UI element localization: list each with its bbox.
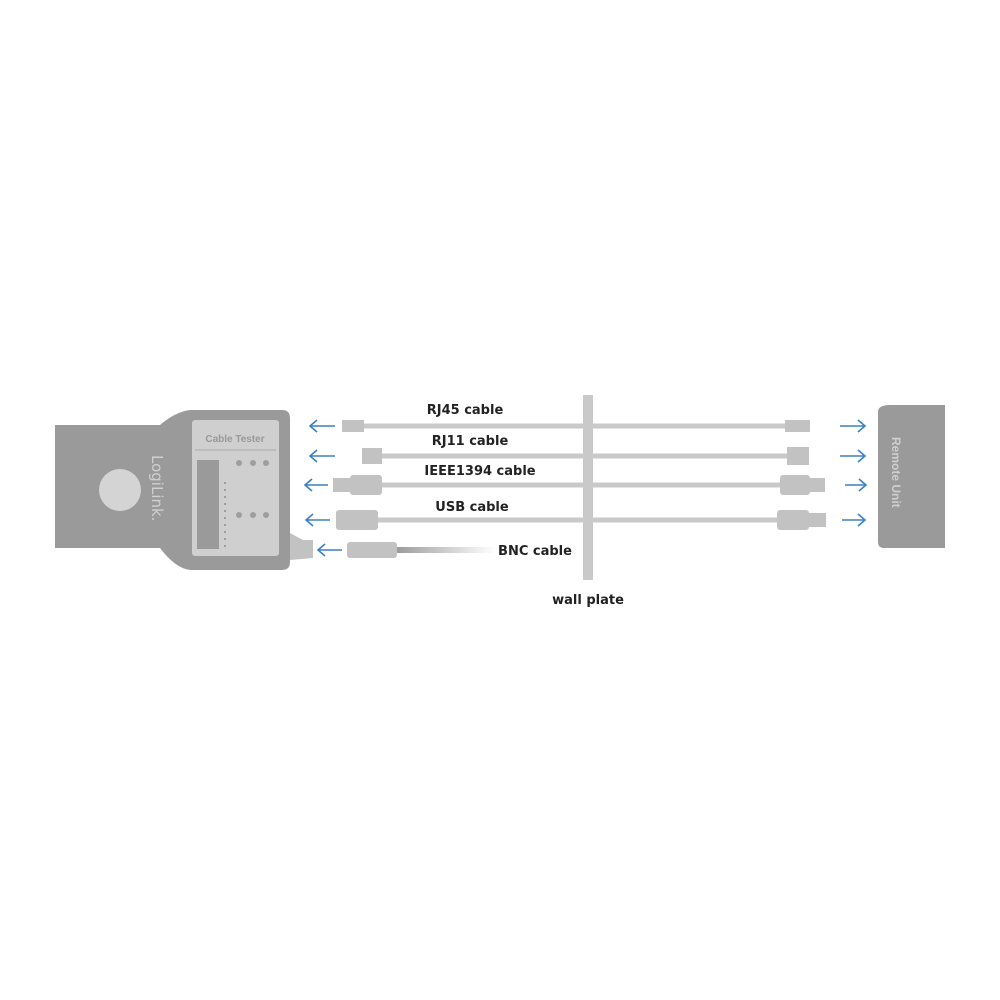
remote-unit: Remote Unit: [878, 405, 945, 548]
remote-unit-label: Remote Unit: [889, 437, 903, 508]
arrow-right-icon: [840, 449, 867, 463]
display-icon: [197, 460, 219, 549]
bnc-cable: BNC cable: [316, 542, 572, 559]
rj11-connector-icon: [787, 447, 809, 465]
firewire-connector-icon: [333, 478, 351, 492]
bnc-port-icon: [290, 533, 313, 560]
usb-connector-icon: [777, 510, 809, 530]
panel-title: Cable Tester: [205, 434, 264, 445]
brand-logo: LogiLink.: [148, 455, 166, 521]
firewire-connector-icon: [780, 475, 810, 495]
arrow-left-icon: [304, 513, 330, 527]
rj11-cable: RJ11 cable: [308, 434, 867, 465]
rj45-connector-icon: [785, 420, 810, 432]
arrow-left-icon: [308, 449, 335, 463]
cable-tester-device: LogiLink. Cable Tester: [55, 410, 313, 570]
cable-label: BNC cable: [498, 544, 572, 559]
arrow-right-icon: [840, 419, 867, 433]
arrow-left-icon: [308, 419, 335, 433]
arrow-right-icon: [845, 478, 868, 492]
led-dots-icon: [224, 460, 269, 547]
arrow-right-icon: [842, 513, 867, 527]
usb-cable: USB cable: [304, 500, 867, 530]
rj11-connector-icon: [362, 448, 382, 464]
usb-connector-icon: [336, 510, 378, 530]
ieee1394-cable: IEEE1394 cable: [303, 464, 868, 495]
cable-label: RJ45 cable: [427, 403, 504, 418]
bnc-connector-icon: [347, 542, 397, 558]
arrow-left-icon: [303, 478, 328, 492]
rj45-connector-icon: [342, 420, 364, 432]
cable-label: USB cable: [435, 500, 509, 515]
arrow-left-icon: [316, 543, 342, 557]
rj45-cable: RJ45 cable: [308, 403, 867, 433]
wall-plate-label: wall plate: [552, 593, 624, 608]
button-icon: [99, 469, 141, 511]
cable-label: RJ11 cable: [432, 434, 509, 449]
cable-label: IEEE1394 cable: [424, 464, 535, 479]
